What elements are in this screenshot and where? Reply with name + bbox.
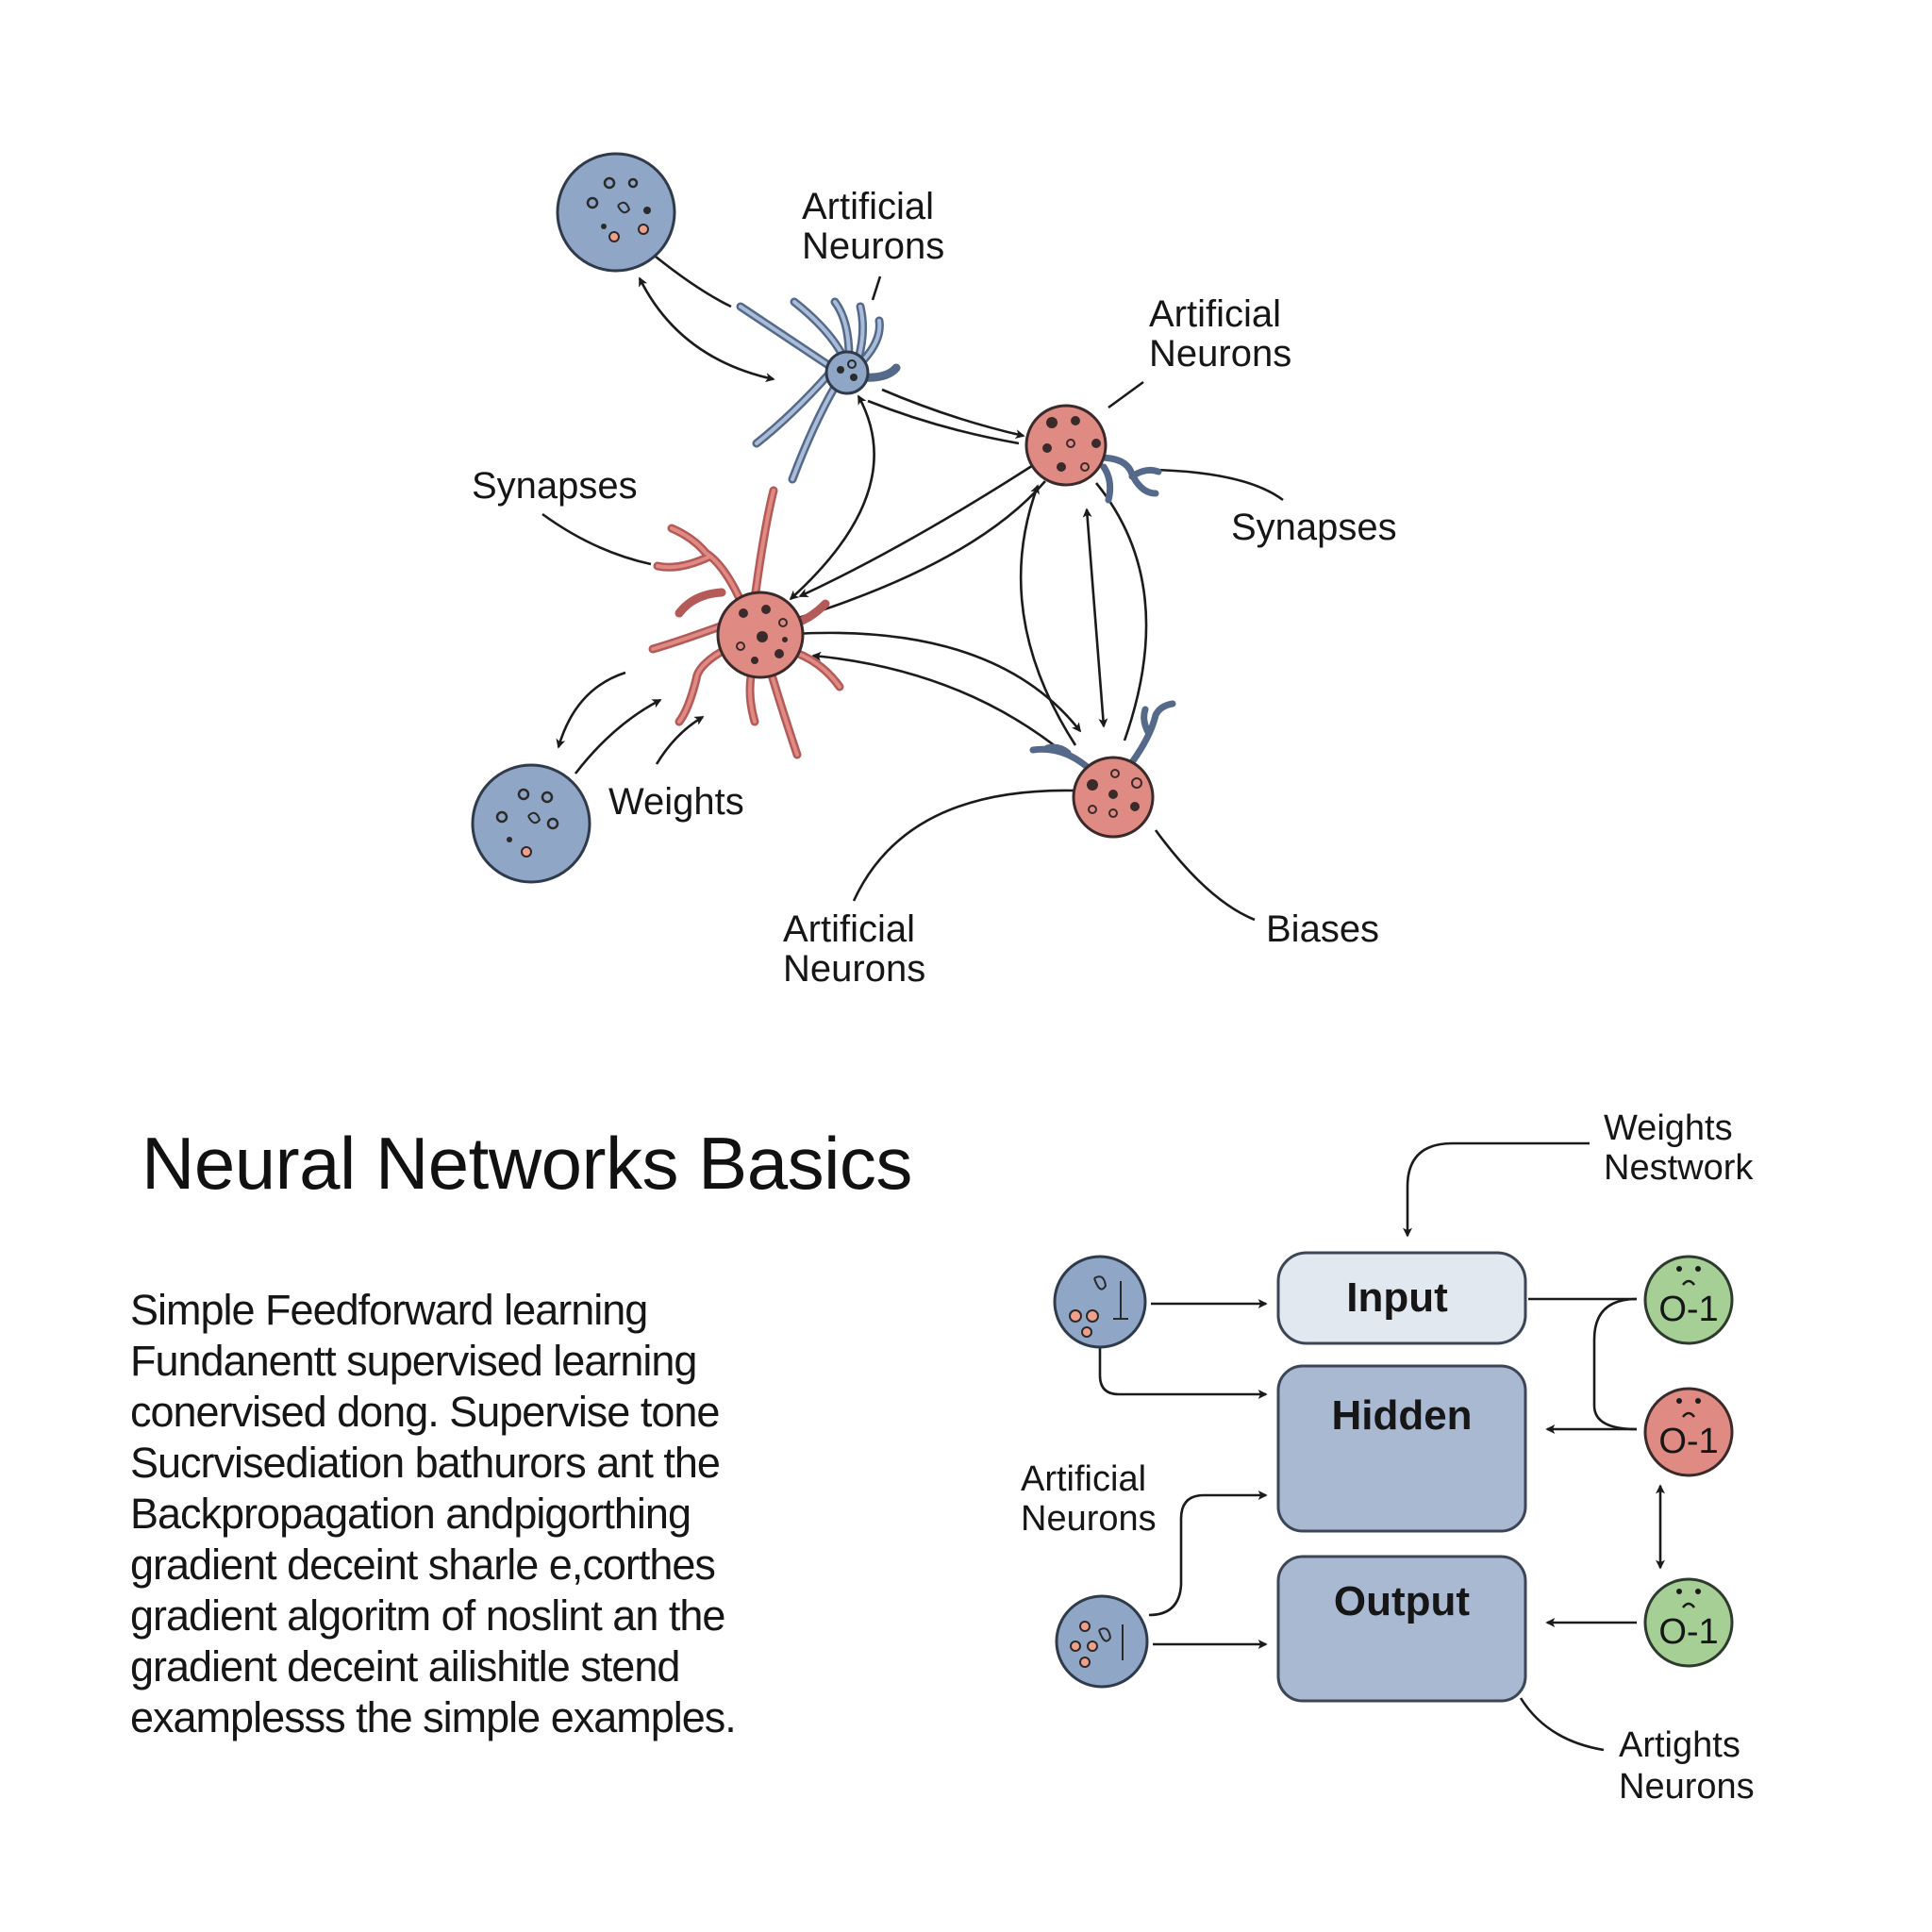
connection-arrow	[782, 480, 1046, 625]
red-neuron-upper	[1024, 404, 1162, 504]
node-value: O-1	[1658, 1422, 1718, 1461]
flow-arrow	[1403, 1141, 1590, 1238]
connection-arrow	[1082, 508, 1108, 728]
description-line: examplesss the simple examples.	[130, 1693, 737, 1741]
flow-arrow	[1098, 1344, 1268, 1399]
label-leader	[1108, 380, 1144, 409]
flow-labels: Weights Nestwork Artificial Neurons Arti…	[1021, 1108, 1755, 1807]
flow-node-green-bottom: O-1	[1643, 1577, 1734, 1668]
output-box: Output	[1276, 1555, 1527, 1703]
output-box-label: Output	[1334, 1578, 1471, 1624]
connection-arrow	[638, 276, 775, 383]
description-line: Backpropagation andpigorthing	[130, 1490, 691, 1538]
red-neuron-central-soma	[716, 591, 805, 679]
connection-arrow	[811, 651, 1067, 757]
connection-arrow	[791, 631, 1082, 733]
description-line: gradient algoritm of noslint an the	[130, 1591, 725, 1640]
label-weights: Weights	[608, 781, 744, 823]
network-connections	[541, 255, 1284, 922]
connection-arrow	[655, 715, 705, 765]
description-line: Simple Feedforward learning	[130, 1286, 648, 1334]
label-leader	[852, 789, 1074, 902]
label-leader	[541, 512, 652, 566]
label-weights-network: Weights Nestwork	[1604, 1108, 1754, 1188]
input-box: Input	[1276, 1251, 1527, 1345]
node-value: O-1	[1658, 1612, 1718, 1652]
flow-connections	[1098, 1141, 1665, 1752]
flow-node-red: O-1	[1643, 1387, 1734, 1477]
label-leader	[1150, 468, 1284, 502]
flow-arrow	[1592, 1297, 1638, 1431]
blue-dendrite-neuron	[736, 297, 901, 484]
red-neuron-lower	[1029, 700, 1176, 839]
description-paragraph: Simple Feedforward learning Fundanentt s…	[130, 1285, 847, 1743]
connection-arrow	[798, 460, 1039, 598]
connection-arrow	[867, 399, 1020, 445]
label-artificial-neurons-flow: Artificial Neurons	[1021, 1459, 1157, 1539]
description-line: gradient deceint sharle e,corthes	[130, 1541, 716, 1589]
connection-arrow	[574, 698, 662, 774]
flow-blue-neuron-bottom	[1055, 1594, 1149, 1689]
input-box-label: Input	[1346, 1274, 1448, 1321]
hidden-box: Hidden	[1276, 1364, 1527, 1533]
connection-arrow	[881, 388, 1025, 440]
description-line: gradient deceint ailishitle stend	[130, 1642, 680, 1690]
label-leader	[871, 275, 882, 301]
label-artights-neurons: Artights Neurons	[1619, 1725, 1755, 1807]
connection-arrow	[789, 394, 875, 601]
hidden-box-label: Hidden	[1331, 1392, 1472, 1439]
description-line: Fundanentt supervised learning	[130, 1337, 697, 1385]
network-labels: Artificial Neurons Artificial Neurons Sy…	[472, 186, 1397, 990]
label-artificial-neurons-top: Artificial Neurons	[802, 186, 944, 267]
flow-blue-neuron-top	[1053, 1255, 1147, 1349]
label-artificial-neurons-bottom: Artificial Neurons	[783, 908, 925, 990]
label-synapses-left: Synapses	[472, 465, 638, 507]
connection-arrow	[556, 671, 626, 749]
label-artificial-neurons-right: Artificial Neurons	[1149, 293, 1291, 375]
page-title: Neural Networks Basics	[142, 1122, 912, 1205]
connection-arrow	[655, 255, 732, 308]
description-line: Sucrvisediation bathurors ant the	[130, 1439, 721, 1487]
label-synapses-right: Synapses	[1231, 507, 1397, 548]
node-value: O-1	[1658, 1290, 1718, 1329]
connection-arrow	[1094, 482, 1148, 741]
blue-neuron-bottom	[471, 763, 591, 884]
blue-neuron	[556, 152, 676, 273]
description-line: conervised dong. Supervise tone	[130, 1388, 720, 1436]
flow-arrow	[1148, 1491, 1268, 1617]
label-leader	[1154, 829, 1256, 922]
blue-dendrite-soma	[824, 350, 870, 395]
flow-leader	[1519, 1697, 1605, 1752]
label-biases: Biases	[1266, 908, 1379, 950]
flow-node-green-top: O-1	[1643, 1255, 1734, 1345]
connection-arrow	[1019, 484, 1077, 746]
